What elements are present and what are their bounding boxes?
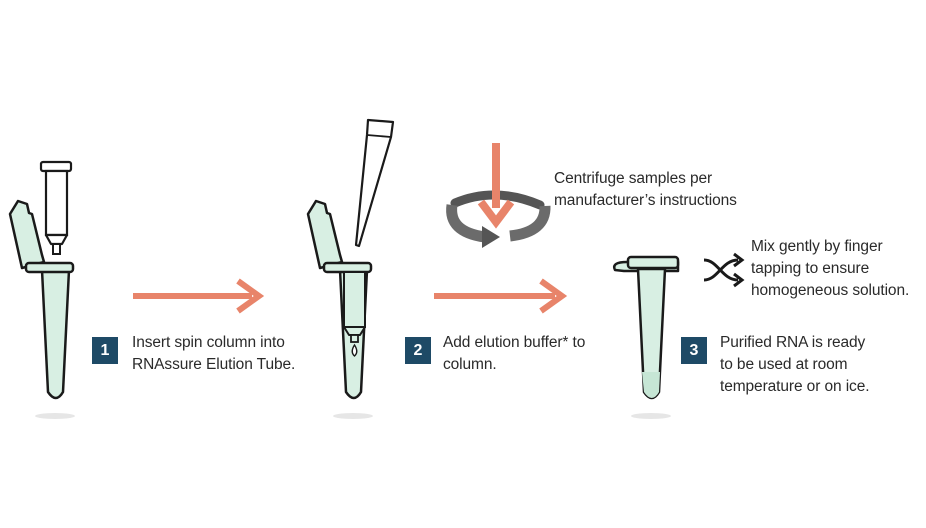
mix-line-2: tapping to ensure [751,260,870,277]
centrifuge-spin-icon [446,143,551,248]
step-1-line-2: RNAssure Elution Tube. [132,356,296,373]
centrifuge-caption: Centrifuge samples per manufacturer’s in… [554,168,737,212]
mix-caption: Mix gently by finger tapping to ensure h… [751,236,909,302]
tube-with-pipette-icon [306,118,395,419]
step-3-caption: Purified RNA is ready to be used at room… [720,332,870,398]
closed-tube-icon [613,255,680,419]
mix-line-3: homogeneous solution. [751,282,910,299]
step-3-line-2: to be used at room [720,356,848,373]
step-1-caption: Insert spin column into RNAssure Elution… [132,332,295,376]
step-3-badge: 3 [681,337,707,364]
shuffle-icon [703,252,745,288]
step-arrow-1-icon [133,278,265,314]
step-2-line-2: column. [443,356,497,373]
step-2-caption: Add elution buffer* to column. [443,332,585,376]
step-2-line-1: Add elution buffer* to [443,334,586,351]
step-3-line-1: Purified RNA is ready [720,334,866,351]
step-arrow-2-icon [434,278,568,314]
step-2-badge: 2 [405,337,431,364]
step-3-line-3: temperature or on ice. [720,378,870,395]
tube-with-spin-column-icon [8,160,75,419]
step-1-badge: 1 [92,337,118,364]
centrifuge-line-2: manufacturer’s instructions [554,192,737,209]
centrifuge-line-1: Centrifuge samples per [554,170,713,187]
mix-line-1: Mix gently by finger [751,238,883,255]
step-1-line-1: Insert spin column into [132,334,285,351]
